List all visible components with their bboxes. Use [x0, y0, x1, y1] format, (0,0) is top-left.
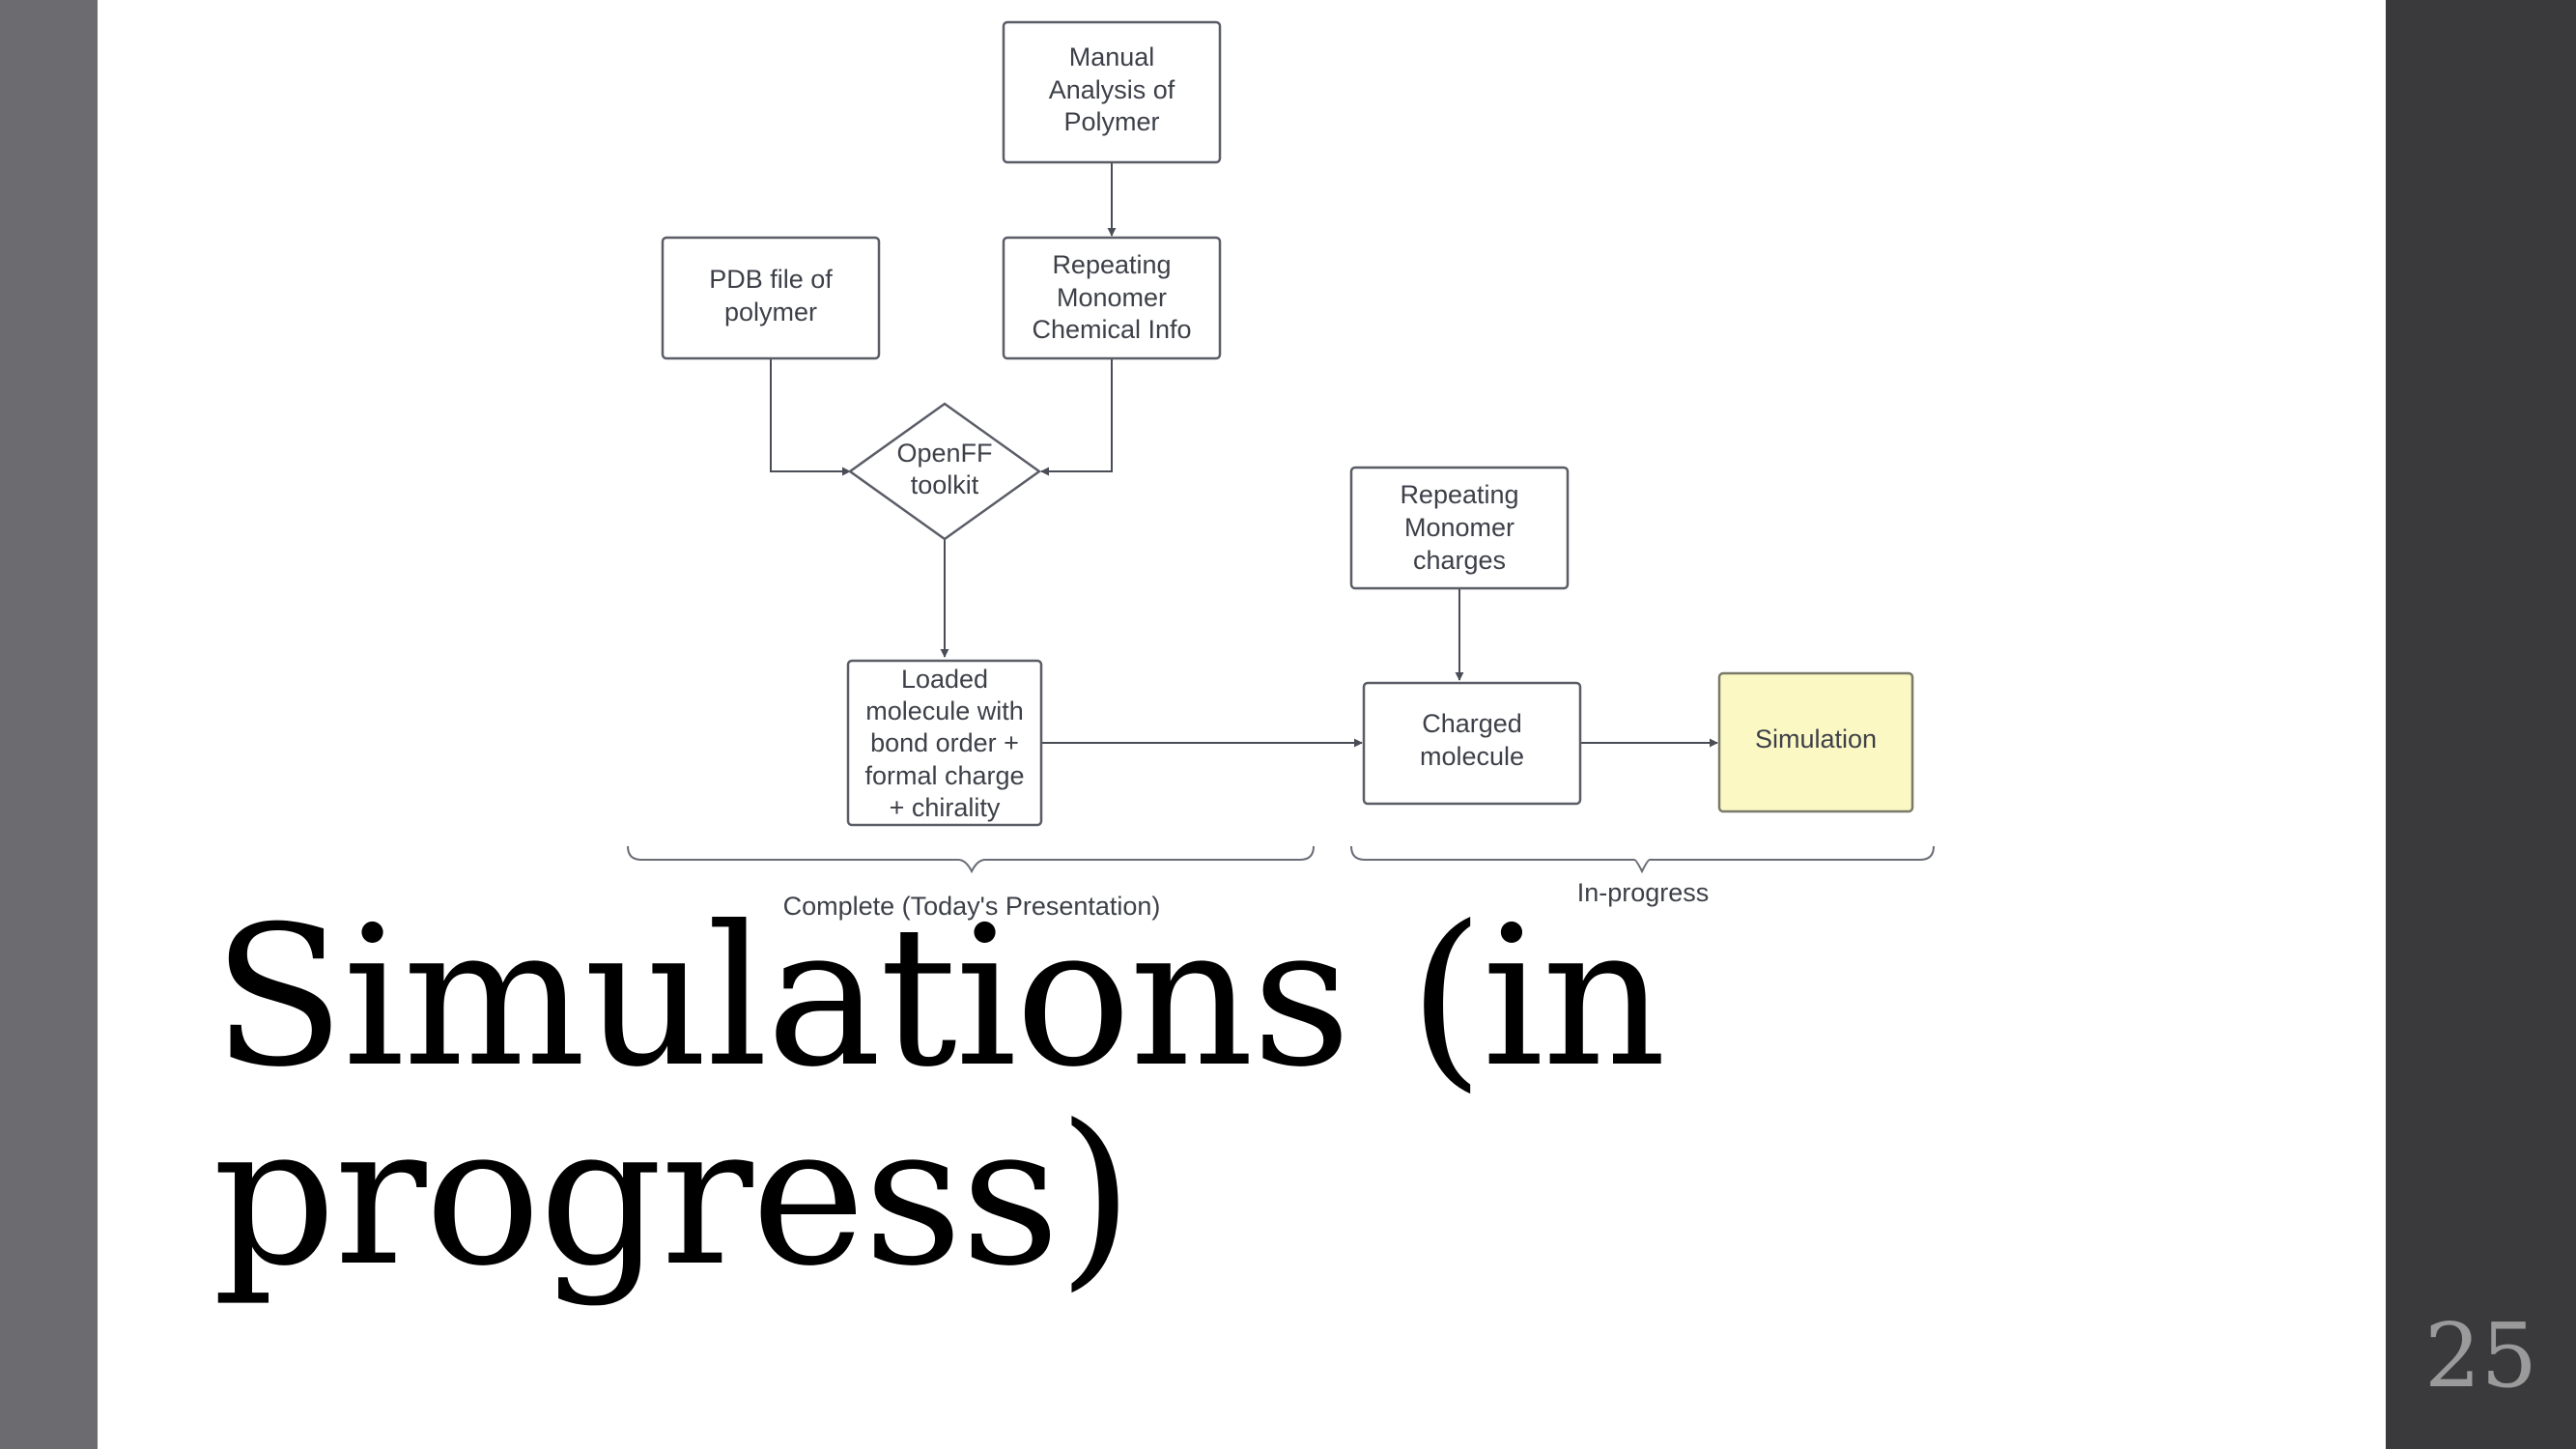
left-margin-band: [0, 0, 98, 1449]
group-label-complete: Complete (Today's Presentation): [783, 892, 1161, 921]
node-manual-analysis-line-1: Manual: [1069, 43, 1155, 71]
node-repeating-monomer-info-line-2: Monomer: [1057, 283, 1167, 312]
node-repeating-monomer-charges-line-3: charges: [1413, 546, 1506, 575]
node-manual-analysis-line-3: Polymer: [1063, 107, 1159, 136]
node-charged-molecule-line-2: molecule: [1420, 742, 1524, 771]
node-simulation-label: Simulation: [1755, 724, 1877, 753]
node-repeating-monomer-charges-line-2: Monomer: [1404, 513, 1514, 542]
node-repeating-monomer-charges: Repeating Monomer charges: [1349, 466, 1570, 590]
brace-in-progress: [1350, 845, 1935, 874]
brace-complete: [627, 845, 1315, 874]
node-loaded-molecule-line-1: Loaded: [901, 665, 988, 694]
node-charged-molecule: Charged molecule: [1362, 681, 1582, 806]
node-loaded-molecule: Loaded molecule with bond order + formal…: [846, 659, 1043, 827]
node-simulation: Simulation: [1717, 671, 1914, 813]
node-manual-analysis-line-2: Analysis of: [1049, 75, 1175, 104]
node-repeating-monomer-info-line-1: Repeating: [1052, 250, 1171, 279]
slide-page-number: 25: [2423, 1304, 2538, 1407]
node-pdb-file-line-1: PDB file of: [709, 265, 833, 294]
node-loaded-molecule-line-5: + chirality: [890, 793, 1001, 822]
edge-info-to-openff: [1040, 358, 1113, 476]
node-repeating-monomer-info: Repeating Monomer Chemical Info: [1002, 236, 1222, 360]
node-openff-toolkit-line-1: OpenFF: [896, 439, 992, 468]
node-repeating-monomer-info-line-3: Chemical Info: [1032, 315, 1191, 344]
node-charged-molecule-line-1: Charged: [1422, 709, 1522, 738]
right-margin-band: [2386, 0, 2576, 1449]
node-loaded-molecule-line-4: formal charge: [864, 761, 1024, 790]
node-loaded-molecule-line-3: bond order +: [870, 728, 1019, 757]
edge-pdb-to-openff: [770, 358, 851, 476]
group-label-in-progress: In-progress: [1577, 878, 1710, 907]
node-pdb-file: PDB file of polymer: [661, 236, 881, 360]
node-manual-analysis: Manual Analysis of Polymer: [1002, 20, 1222, 164]
node-loaded-molecule-line-2: molecule with: [865, 696, 1024, 725]
node-openff-toolkit: OpenFF toolkit: [847, 402, 1042, 541]
slide-canvas: [98, 0, 2386, 1449]
node-repeating-monomer-charges-line-1: Repeating: [1400, 480, 1518, 509]
node-pdb-file-line-2: polymer: [724, 298, 817, 327]
slide-title: Simulations (in progress): [212, 885, 1666, 1309]
node-openff-toolkit-line-2: toolkit: [911, 470, 979, 499]
